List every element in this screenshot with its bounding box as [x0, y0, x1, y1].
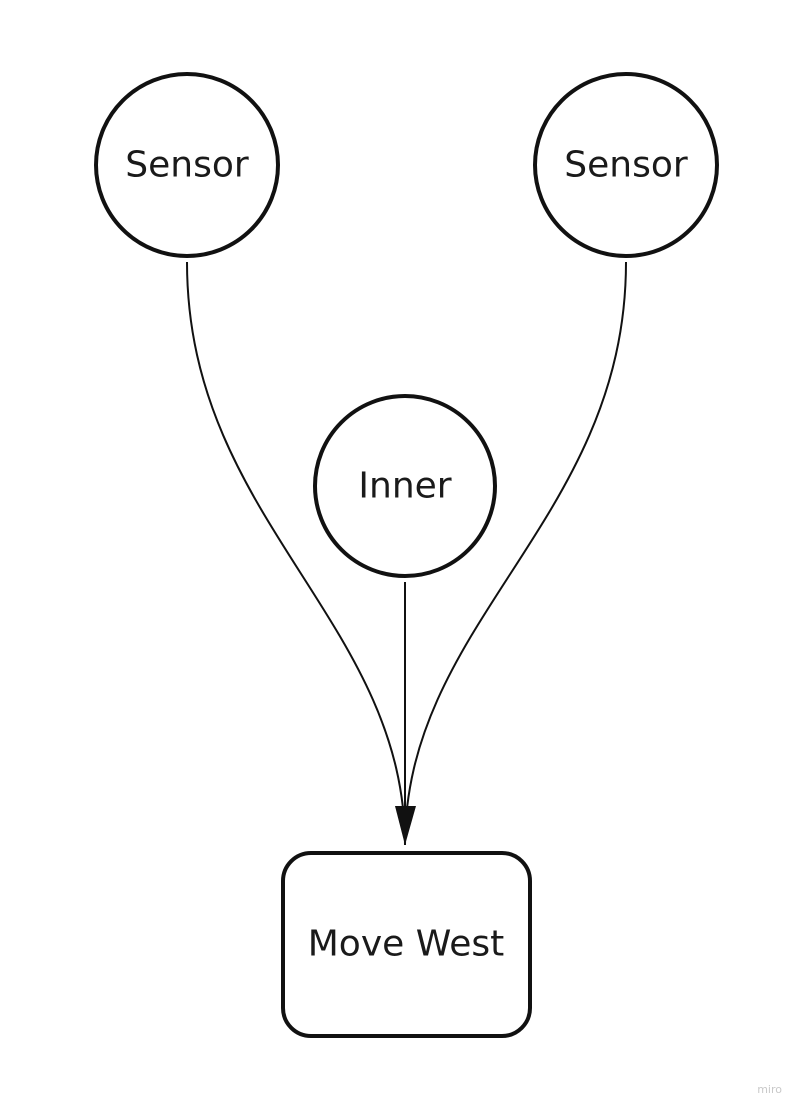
- watermark-logo: miro: [757, 1083, 782, 1096]
- inner-circle: [313, 394, 497, 578]
- sensor-right-circle: [533, 72, 719, 258]
- node-inner[interactable]: Inner: [313, 394, 497, 578]
- move-west-label: Move West: [308, 924, 505, 965]
- sensor-left-circle: [94, 72, 280, 258]
- inner-label: Inner: [358, 466, 451, 507]
- node-sensor-right[interactable]: Sensor: [533, 72, 719, 258]
- arrowhead-icon: [395, 806, 416, 845]
- edge-sensor-right-to-move-west: [404, 261, 627, 846]
- move-west-box: [281, 851, 532, 1038]
- edge-sensor-left-to-move-west: [186, 261, 406, 846]
- node-move-west[interactable]: Move West: [281, 851, 532, 1038]
- sensor-right-label: Sensor: [564, 145, 688, 186]
- node-sensor-left[interactable]: Sensor: [94, 72, 280, 258]
- sensor-left-label: Sensor: [125, 145, 249, 186]
